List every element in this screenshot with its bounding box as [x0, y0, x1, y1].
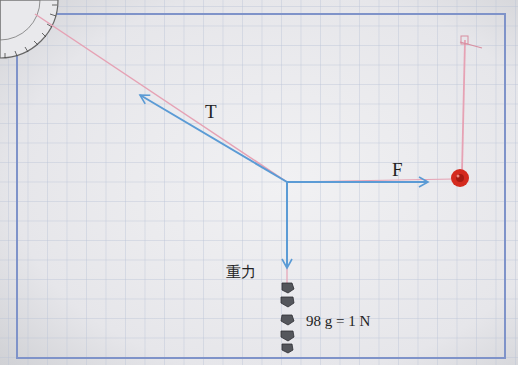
force-label: 重力 — [226, 264, 256, 281]
hook — [460, 36, 482, 48]
string — [35, 14, 287, 182]
tension-arrow — [140, 95, 287, 182]
string — [462, 40, 465, 172]
mass-note: 98 g = 1 N — [306, 313, 370, 330]
paper-border — [17, 14, 505, 358]
push-pin — [451, 169, 469, 187]
force-arrow — [287, 181, 428, 183]
force-label: F — [392, 160, 403, 181]
protractor — [0, 0, 58, 58]
force-label: T — [205, 102, 217, 123]
string — [286, 182, 287, 290]
weights — [281, 283, 294, 353]
string — [287, 179, 454, 182]
gravity-arrow — [286, 182, 288, 268]
